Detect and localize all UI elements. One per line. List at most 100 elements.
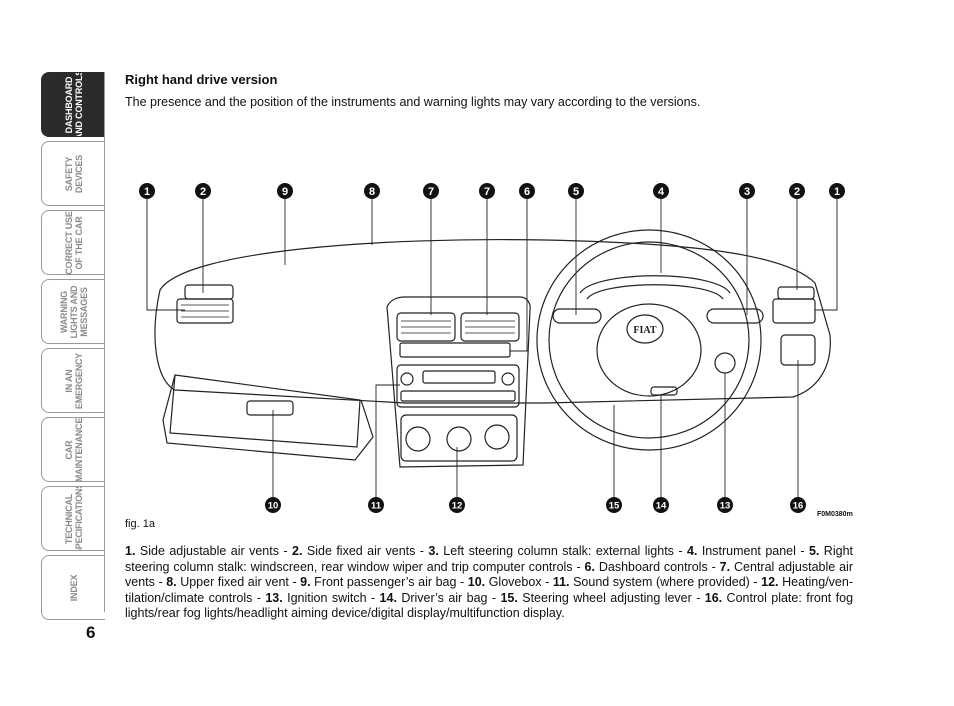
caption-text: Front passenger’s air bag - (310, 575, 468, 589)
svg-text:11: 11 (371, 501, 382, 512)
callout-6: 6 (519, 183, 535, 199)
tab-dashboard-and-controls[interactable]: DASHBOARD AND CONTROLS (41, 72, 105, 137)
caption-text: Driver’s air bag - (396, 590, 501, 605)
tab-label: CAR MAINTENANCE (63, 417, 84, 482)
caption-text: Side fixed air vents - (302, 544, 429, 558)
caption-num: 15. (500, 590, 518, 605)
dashboard-lower (162, 374, 374, 461)
caption-text: Central adjustable air vents - (125, 559, 853, 590)
callout-8: 8 (364, 183, 380, 199)
caption-text: Glovebox - (485, 575, 553, 589)
caption-text: Ignition switch - (282, 590, 380, 605)
intro-text: The presence and the position of the ins… (125, 95, 701, 109)
caption-num: 4. (686, 544, 698, 558)
caption-num: 6. (584, 559, 595, 574)
climate-knob-center (446, 426, 472, 452)
caption-text: Dashboard controls - (594, 559, 720, 574)
callout-7-a: 7 (423, 183, 439, 199)
svg-text:1: 1 (834, 186, 840, 198)
caption-text: Heating/ven­tilation/climate controls - (125, 575, 853, 605)
tab-label: TECHNICAL SPECIFICATIONS (63, 486, 84, 551)
caption-text: Instrument panel - (697, 544, 809, 558)
callout-5: 5 (568, 183, 584, 199)
climate-knob-left (405, 426, 431, 452)
svg-text:8: 8 (369, 186, 375, 198)
caption-num: 11. (552, 575, 570, 589)
fiat-badge (626, 314, 664, 344)
caption-num: 5. (808, 544, 820, 558)
glovebox-handle (246, 400, 294, 416)
svg-text:16: 16 (793, 501, 804, 512)
callout-1-left: 1 (139, 183, 155, 199)
callout-12: 12 (449, 497, 465, 513)
caption-num: 12. (761, 575, 779, 589)
glovebox (169, 374, 361, 448)
caption-num: 3. (428, 544, 439, 558)
svg-text:15: 15 (609, 501, 620, 512)
right-adjustable-vent (772, 298, 816, 324)
callout-13: 13 (717, 497, 733, 513)
callout-11: 11 (368, 497, 384, 513)
svg-text:1: 1 (144, 186, 150, 198)
callout-2-left: 2 (195, 183, 211, 199)
tab-label: SAFETY DEVICES (63, 154, 84, 193)
central-vent-right (460, 312, 520, 342)
tab-label: WARNING LIGHTS AND MESSAGES (58, 285, 89, 338)
caption-num: 10. (467, 575, 486, 589)
svg-text:2: 2 (794, 186, 800, 198)
figure-label: fig. 1a (125, 518, 155, 530)
tab-correct-use-of-the-car[interactable]: CORRECT USE OF THE CAR (41, 210, 105, 275)
svg-text:13: 13 (720, 501, 731, 512)
ignition-switch (714, 352, 736, 374)
callout-3: 3 (739, 183, 755, 199)
callout-15: 15 (606, 497, 622, 513)
caption-num: 13. (265, 590, 283, 605)
chapter-sidebar: DASHBOARD AND CONTROLS SAFETY DEVICES CO… (41, 72, 105, 624)
tab-in-an-emergency[interactable]: IN AN EMERGENCY (41, 348, 105, 413)
caption-num: 16. (704, 590, 723, 605)
svg-text:7: 7 (428, 186, 434, 198)
caption-text: Upper fixed air vent - (176, 575, 301, 589)
tab-safety-devices[interactable]: SAFETY DEVICES (41, 141, 105, 206)
sidebar-divider (104, 72, 105, 612)
page-number: 6 (86, 623, 96, 642)
callout-9: 9 (277, 183, 293, 199)
callout-7-b: 7 (479, 183, 495, 199)
caption-num: 14. (379, 590, 397, 605)
caption-text: Steering wheel adjusting lever - (517, 590, 705, 605)
dashboard-controls-strip (399, 342, 511, 358)
caption-num: 7. (719, 559, 731, 574)
svg-text:4: 4 (658, 186, 665, 198)
svg-text:9: 9 (282, 186, 288, 198)
figure-code: F0M0380m (817, 511, 853, 518)
tab-technical-specifications[interactable]: TECHNICAL SPECIFICATIONS (41, 486, 105, 551)
tab-warning-lights-and-messages[interactable]: WARNING LIGHTS AND MESSAGES (41, 279, 105, 344)
right-stalk (552, 308, 602, 324)
figure-caption: 1. Side adjustable air vents - 2. Side f… (125, 544, 853, 622)
tab-car-maintenance[interactable]: CAR MAINTENANCE (41, 417, 105, 482)
steering-wheel-outer (536, 229, 762, 451)
svg-text:12: 12 (452, 501, 463, 512)
climate-knob-right (484, 424, 510, 450)
callout-10: 10 (265, 497, 281, 513)
tab-label: INDEX (68, 574, 79, 601)
tab-index[interactable]: INDEX (41, 555, 105, 620)
callout-1-right: 1 (829, 183, 845, 199)
callout-4: 4 (653, 183, 669, 199)
caption-text: Side adjustable air vents - (135, 544, 292, 558)
instrument-panel (579, 275, 731, 294)
svg-text:3: 3 (744, 186, 750, 198)
dashboard-illustration: FIAT 1 2 9 8 7 7 6 5 4 3 2 1 10 11 12 15… (139, 183, 845, 513)
caption-text: Left steering column stalk: external lig… (438, 544, 687, 558)
svg-text:2: 2 (200, 186, 206, 198)
caption-text: Right steering column stalk: windscreen,… (125, 544, 853, 574)
tab-label: IN AN EMERGENCY (63, 352, 84, 409)
svg-text:7: 7 (484, 186, 490, 198)
steering-hub (596, 303, 702, 397)
left-fixed-vent (184, 284, 234, 300)
tab-label: CORRECT USE OF THE CAR (63, 210, 84, 275)
left-adjustable-vent (176, 298, 234, 324)
caption-text: Control plate: front fog lights/rear fog… (125, 590, 854, 621)
sound-system (396, 364, 520, 408)
central-vent-left (396, 312, 456, 342)
